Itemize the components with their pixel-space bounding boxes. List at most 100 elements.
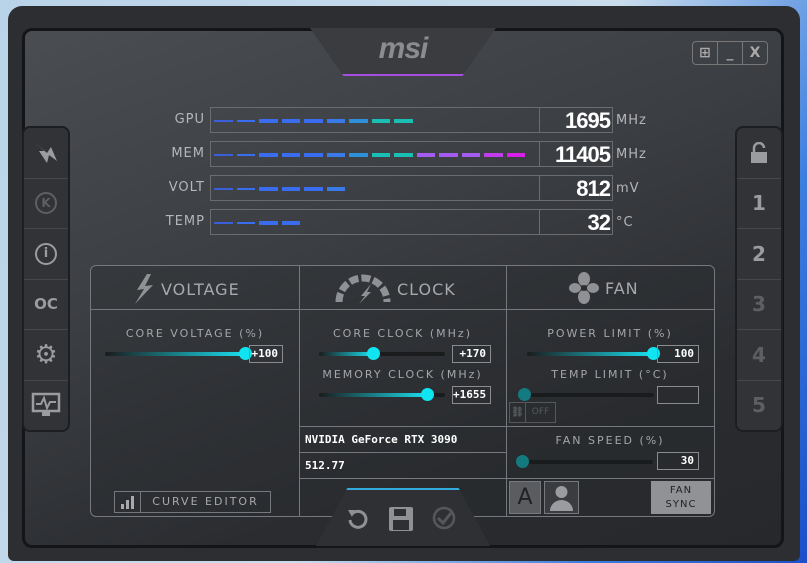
reset-icon[interactable]: [346, 506, 370, 530]
slider-track[interactable]: [522, 460, 653, 464]
bar-segment: [304, 153, 323, 157]
control-panel: VOLTAGE CORE VOLTAGE (%) +100 CURVE EDIT…: [90, 265, 715, 517]
fan-icon: [569, 272, 599, 304]
apply-icon[interactable]: [432, 506, 456, 530]
driver-version: 512.77: [305, 459, 345, 472]
slider-thumb[interactable]: [421, 388, 435, 401]
memory-clock-value[interactable]: +1655: [452, 386, 491, 404]
clock-header: CLOCK: [335, 274, 456, 304]
profile-4[interactable]: 4: [737, 330, 781, 381]
monitor-label-temp: TEMP: [165, 214, 205, 229]
bar-segment: [281, 187, 300, 191]
slider-thumb[interactable]: [647, 347, 660, 360]
memory-clock-label: MEMORY CLOCK (MHz): [322, 368, 483, 381]
monitor-unit-gpu: MHz: [616, 113, 647, 128]
monitor-value-volt: 812: [540, 175, 613, 201]
msi-logo: msi: [378, 32, 429, 65]
core-voltage-value[interactable]: +100: [249, 345, 283, 363]
bar-segment: [349, 119, 368, 123]
bar-segment: [304, 187, 323, 191]
oc-label: OC: [34, 295, 58, 314]
settings-icon[interactable]: ⚙: [24, 330, 68, 381]
bar-segment: [259, 187, 278, 191]
save-icon[interactable]: [388, 506, 414, 532]
monitor-label-volt: VOLT: [168, 180, 205, 195]
memory-clock-slider[interactable]: [319, 388, 445, 401]
fan-speed-slider[interactable]: [516, 455, 653, 468]
user-fan-button[interactable]: [544, 481, 579, 514]
afterburner-icon[interactable]: [24, 128, 68, 179]
power-limit-label: POWER LIMIT (%): [547, 327, 673, 340]
monitor-bar-gpu: [210, 107, 540, 133]
bar-segment: [214, 188, 233, 190]
slider-fill: [105, 352, 245, 356]
slider-thumb[interactable]: [516, 455, 529, 468]
curve-editor-button[interactable]: CURVE EDITOR: [114, 491, 271, 513]
bar-segment: [326, 187, 345, 191]
fan-sync-line1: FAN: [669, 485, 693, 496]
fan-title: FAN: [605, 278, 639, 298]
bar-segment: [394, 119, 413, 123]
divider: [506, 266, 507, 516]
fan-speed-value[interactable]: 30: [657, 452, 699, 470]
bar-segment: [259, 221, 278, 225]
slider-fill: [319, 352, 374, 356]
voltage-title: VOLTAGE: [161, 279, 240, 299]
voltage-header: VOLTAGE: [133, 274, 240, 304]
temp-limit-value[interactable]: [657, 386, 699, 404]
link-icon: ⛓: [510, 403, 526, 422]
close-button[interactable]: X: [749, 45, 761, 61]
monitor-label-gpu: GPU: [174, 112, 205, 127]
gear-glyph: ⚙: [34, 339, 58, 370]
clock-title: CLOCK: [397, 279, 456, 299]
auto-fan-button[interactable]: A: [509, 481, 541, 514]
slider-thumb[interactable]: [367, 347, 381, 360]
bar-segment: [506, 153, 525, 157]
temp-limit-label: TEMP LIMIT (°C): [551, 368, 669, 381]
profile-5[interactable]: 5: [752, 393, 766, 418]
oc-scanner-icon[interactable]: OC: [24, 280, 68, 330]
core-clock-slider[interactable]: [319, 347, 445, 360]
monitor-unit-temp: °C: [616, 215, 634, 230]
monitor-value-temp: 32: [540, 209, 613, 235]
link-toggle-button[interactable]: ⛓ OFF: [509, 402, 556, 423]
windows-icon[interactable]: ⊞: [693, 42, 718, 64]
power-limit-value[interactable]: 100: [657, 345, 699, 363]
info-icon[interactable]: i: [24, 229, 68, 280]
slider-track[interactable]: [319, 352, 445, 356]
power-limit-slider[interactable]: [527, 347, 660, 360]
monitor-unit-volt: mV: [616, 181, 640, 196]
bar-segment: [236, 188, 255, 190]
minimize-button[interactable]: _: [718, 42, 743, 64]
gpu-name: NVIDIA GeForce RTX 3090: [305, 433, 458, 446]
profile-3[interactable]: 3: [737, 280, 781, 330]
monitor-bar-mem: [210, 141, 540, 167]
divider: [299, 452, 506, 453]
profile-1[interactable]: 1: [737, 179, 781, 229]
slider-thumb[interactable]: [518, 388, 531, 401]
info-label: i: [35, 242, 57, 265]
fan-speed-label: FAN SPEED (%): [555, 434, 665, 447]
monitor-bar-temp: [210, 209, 540, 235]
slider-track[interactable]: [524, 393, 654, 397]
bar-segment: [304, 119, 323, 123]
divider: [299, 266, 300, 516]
monitor-icon[interactable]: [24, 381, 68, 431]
core-clock-value[interactable]: +170: [452, 345, 491, 363]
bar-segment: [259, 119, 278, 123]
core-voltage-slider[interactable]: [105, 347, 252, 360]
divider: [299, 426, 714, 427]
bar-segment: [326, 153, 345, 157]
bar-segment: [394, 153, 413, 157]
bar-segment: [236, 222, 255, 224]
speedometer-icon: [335, 274, 391, 304]
slider-thumb[interactable]: [239, 347, 252, 360]
kombustor-icon[interactable]: K: [24, 179, 68, 229]
bar-segment: [281, 221, 300, 225]
profile-2[interactable]: 2: [737, 229, 781, 280]
temp-limit-slider[interactable]: [518, 388, 654, 401]
monitor-bar-volt: [210, 175, 540, 201]
lock-icon[interactable]: [737, 128, 781, 179]
lightning-icon: [135, 274, 153, 304]
